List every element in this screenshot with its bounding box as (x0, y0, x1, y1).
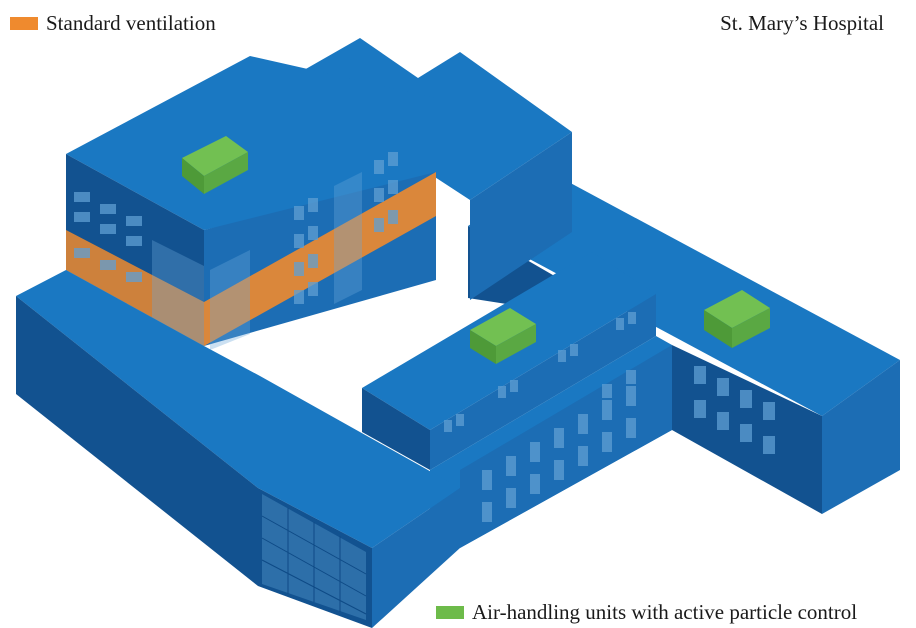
legend-label-standard-ventilation: Standard ventilation (46, 11, 216, 35)
front-wing (16, 270, 460, 628)
middle-wing (362, 252, 656, 470)
east-wing-windows (694, 366, 775, 454)
ahu-unit-east-wing (704, 290, 770, 348)
south-connector (430, 336, 672, 548)
legend-standard-ventilation: Standard ventilation (10, 11, 216, 36)
ahu-unit-middle-wing (470, 308, 536, 364)
ahu-unit-tall-block (182, 136, 248, 194)
legend-swatch-orange (10, 17, 38, 30)
tall-block-windows (74, 152, 398, 304)
tall-block (66, 38, 572, 350)
legend-air-handling-units: Air-handling units with active particle … (436, 600, 857, 625)
front-wing-glazing (261, 494, 367, 620)
legend-label-air-handling-units: Air-handling units with active particle … (472, 600, 858, 624)
hospital-name-label: St. Mary’s Hospital (720, 11, 884, 35)
south-connector-windows (482, 370, 636, 522)
middle-wing-windows (444, 312, 636, 432)
legend-swatch-green (436, 606, 464, 619)
